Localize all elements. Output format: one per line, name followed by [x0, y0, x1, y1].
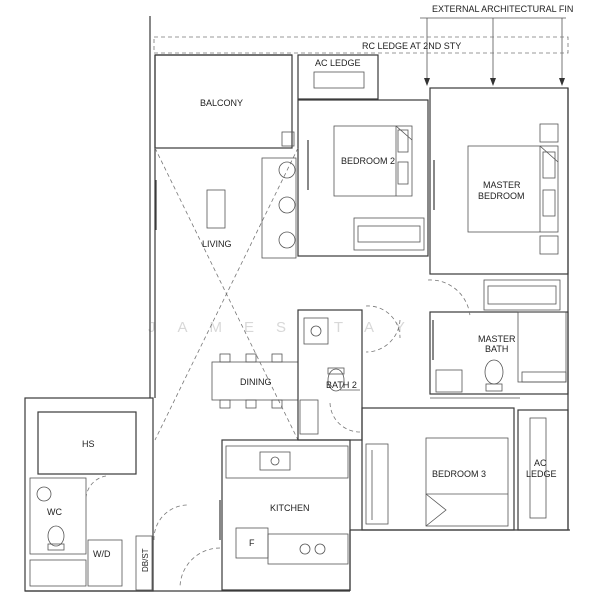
bath2-label: BATH 2: [326, 380, 357, 390]
bedroom3-room: [361, 407, 515, 531]
dbst-label: DB/ST: [141, 548, 150, 572]
wd-area: [87, 539, 123, 587]
bedroom2-label: BEDROOM 2: [341, 156, 395, 166]
wardrobe-bedroom2: [353, 217, 425, 251]
kitchen-room: [221, 439, 351, 591]
wardrobe-bedroom3: [365, 443, 389, 525]
dbst-area: [135, 535, 153, 591]
external-fin-label: EXTERNAL ARCHITECTURAL FIN: [432, 4, 573, 14]
fridge-label: F: [249, 538, 255, 548]
bedroom3-label: BEDROOM 3: [432, 469, 486, 479]
kitchen-label: KITCHEN: [270, 503, 310, 513]
master-bath-label-2: BATH: [485, 344, 508, 354]
balcony-room: [154, 54, 293, 149]
ac-unit-top: [313, 71, 365, 89]
ac-ledge-right-room: [517, 409, 569, 531]
ac-ledge-right-label-2: LEDGE: [526, 469, 557, 479]
door-swings: [85, 279, 471, 589]
wc-room: [29, 477, 87, 555]
hs-room: [37, 411, 137, 475]
master-bedroom-room: [429, 87, 569, 275]
bed-master: [467, 145, 559, 233]
ac-ledge-top-label: AC LEDGE: [315, 58, 361, 68]
bed-bedroom3: [425, 437, 509, 527]
bed-bedroom2: [333, 125, 413, 197]
ac-ledge-top-room: [297, 54, 379, 100]
rc-ledge-outline: [153, 36, 569, 54]
wc-label: WC: [47, 507, 62, 517]
watermark-text: JAMES TAY: [148, 319, 427, 336]
dining-label: DINING: [240, 377, 272, 387]
bedroom2-room: [297, 99, 429, 257]
ac-ledge-right-label-1: AC: [534, 458, 547, 468]
master-bath-label-1: MASTER: [478, 334, 516, 344]
master-bedroom-label-1: MASTER: [483, 180, 521, 190]
balcony-fixture: [281, 131, 295, 147]
rc-ledge-label: RC LEDGE AT 2ND STY: [362, 41, 461, 51]
balcony-label: BALCONY: [200, 98, 243, 108]
master-bedroom-label-2: BEDROOM: [478, 191, 525, 201]
wardrobe-master: [483, 279, 561, 311]
living-label: LIVING: [202, 239, 232, 249]
sofa: [261, 157, 297, 259]
hs-label: HS: [82, 439, 95, 449]
wd-label: W/D: [93, 549, 111, 559]
master-bath-room: [429, 311, 569, 395]
external-fin-annotation: [420, 17, 566, 86]
living-area: [154, 147, 299, 441]
